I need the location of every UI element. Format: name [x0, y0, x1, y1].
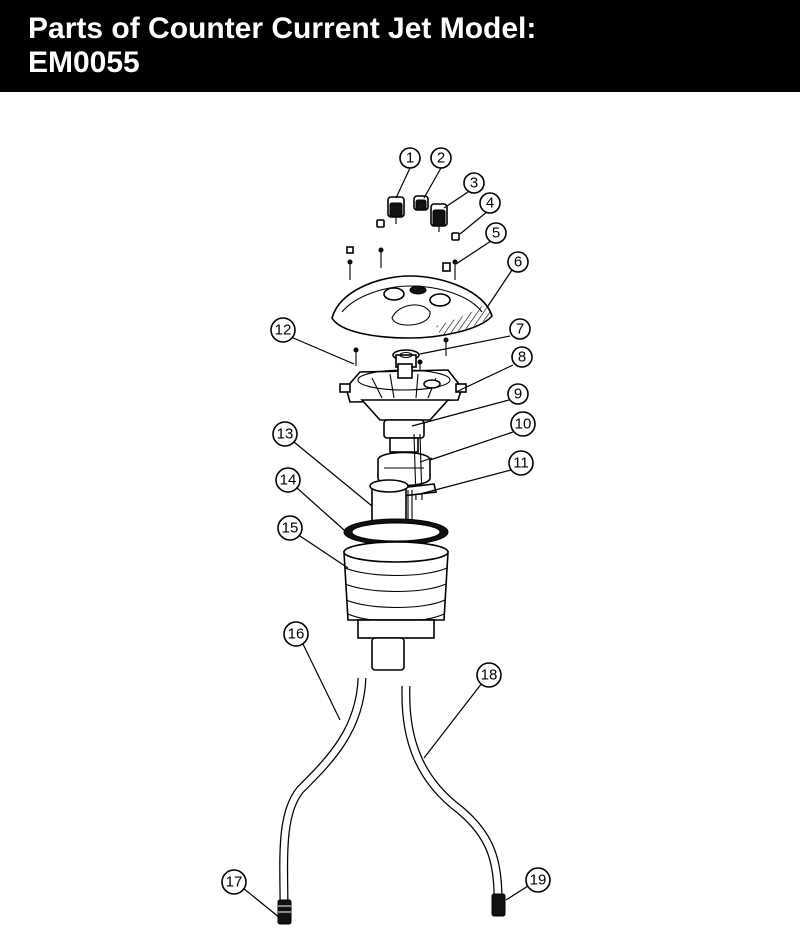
callout-17: 17 — [221, 869, 247, 895]
callout-6: 6 — [507, 251, 529, 273]
callout-13: 13 — [272, 421, 298, 447]
svg-text:2: 2 — [437, 150, 445, 167]
callout-10: 10 — [510, 411, 536, 437]
callout-7: 7 — [509, 318, 531, 340]
callout-12: 12 — [270, 317, 296, 343]
svg-text:5: 5 — [492, 225, 500, 242]
callout-3: 3 — [463, 172, 485, 194]
svg-text:17: 17 — [226, 874, 243, 891]
svg-text:9: 9 — [514, 386, 522, 403]
hose-part-16 — [279, 677, 367, 909]
callout-19: 19 — [525, 867, 551, 893]
callout-16: 16 — [283, 621, 309, 647]
svg-text:1: 1 — [406, 150, 414, 167]
callout-8: 8 — [511, 346, 533, 368]
gasket-part-14 — [343, 518, 449, 546]
screws-top — [346, 246, 458, 280]
callout-5: 5 — [485, 222, 507, 244]
button-part-1 — [387, 196, 405, 224]
callout-15: 15 — [277, 515, 303, 541]
leader-lines — [242, 167, 529, 919]
fitting-part-19 — [491, 893, 506, 917]
nozzle-part-3 — [430, 203, 448, 232]
shaft-part-9 — [377, 419, 431, 487]
svg-text:3: 3 — [470, 175, 478, 192]
callout-2: 2 — [430, 147, 452, 169]
callout-11: 11 — [508, 450, 534, 476]
small-nut-left — [376, 219, 385, 228]
callout-14: 14 — [275, 467, 301, 493]
svg-text:6: 6 — [514, 254, 522, 271]
callout-4: 4 — [479, 192, 501, 214]
main-body-part-15 — [343, 541, 449, 671]
callout-1: 1 — [399, 147, 421, 169]
svg-text:4: 4 — [486, 195, 494, 212]
svg-text:15: 15 — [282, 520, 299, 537]
svg-text:16: 16 — [288, 626, 305, 643]
cover-part-6 — [331, 275, 493, 339]
callout-9: 9 — [507, 383, 529, 405]
small-nut-part-4 — [451, 232, 460, 241]
svg-text:7: 7 — [516, 321, 524, 338]
svg-text:18: 18 — [481, 667, 498, 684]
fitting-part-17 — [277, 899, 292, 925]
page-title: Parts of Counter Current Jet Model: EM00… — [0, 0, 800, 92]
callout-18: 18 — [476, 662, 502, 688]
title-line-1: Parts of Counter Current Jet Model: — [28, 12, 537, 45]
screw-part-12 — [353, 347, 359, 366]
svg-text:8: 8 — [518, 349, 526, 366]
button-part-2 — [413, 195, 429, 211]
svg-text:12: 12 — [275, 322, 292, 339]
svg-text:14: 14 — [280, 472, 297, 489]
svg-text:10: 10 — [515, 416, 532, 433]
hose-part-18 — [401, 685, 503, 899]
screw-under-cover — [443, 337, 449, 356]
title-line-2: EM0055 — [28, 46, 140, 79]
housing-part-8 — [339, 363, 467, 421]
fitting-part-7 — [392, 349, 423, 372]
svg-text:13: 13 — [277, 426, 294, 443]
svg-text:19: 19 — [530, 872, 547, 889]
svg-text:11: 11 — [513, 455, 529, 472]
